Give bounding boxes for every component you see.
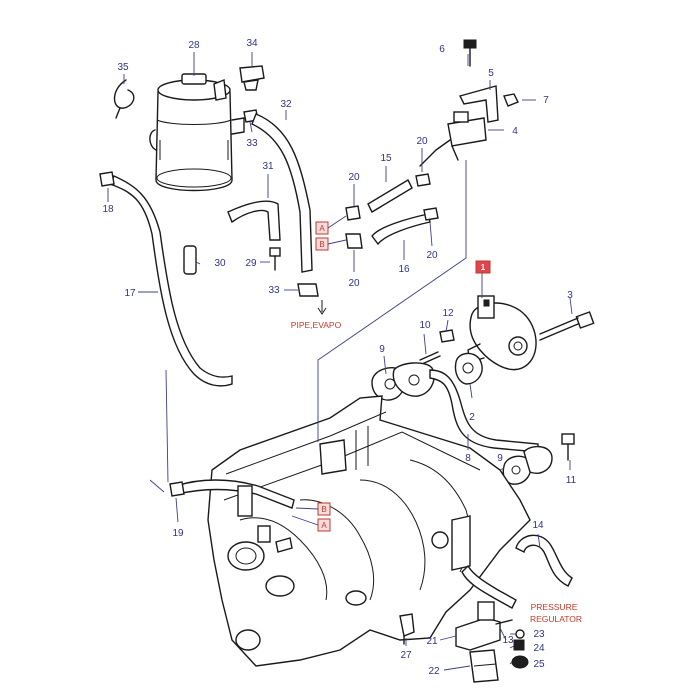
callout-30: 30 <box>214 258 226 269</box>
callout-highlight-box <box>475 260 491 274</box>
bolt-6 <box>463 39 477 67</box>
bracket-34 <box>239 65 265 91</box>
vsv-4 <box>419 111 487 167</box>
stud-10 <box>419 351 441 365</box>
clip-27 <box>399 613 415 645</box>
callout-25: 25 <box>533 659 545 670</box>
callout-31: 31 <box>262 161 274 172</box>
bolt-11 <box>561 433 575 461</box>
evap-canister <box>149 73 245 192</box>
hose-15 <box>367 179 413 213</box>
intake-manifold <box>207 395 531 667</box>
reference-markers: A B B A <box>291 215 347 532</box>
callout-7: 7 <box>543 95 549 106</box>
callout-4: 4 <box>512 126 518 137</box>
callout-10: 10 <box>419 320 431 331</box>
clip-33-lower <box>297 283 327 315</box>
callout-17: 17 <box>124 288 136 299</box>
callout-14: 14 <box>532 520 544 531</box>
callout-5: 5 <box>488 68 494 79</box>
bolt-29 <box>269 247 281 271</box>
callout-18: 18 <box>102 204 114 215</box>
hose-17 <box>109 175 233 387</box>
ref-a-top: A <box>319 224 325 233</box>
callout-3: 3 <box>567 290 573 301</box>
leader-lines <box>107 52 573 671</box>
gasket-9-lower <box>502 445 553 485</box>
vacuum-hose-19 <box>169 479 295 553</box>
callout-33-lower: 33 <box>268 285 280 296</box>
callout-29: 29 <box>245 258 257 269</box>
vsv-21 <box>455 601 513 651</box>
nut-7 <box>503 93 519 107</box>
callout-16: 16 <box>398 264 410 275</box>
callout-23: 23 <box>533 629 545 640</box>
guide-lines <box>149 160 467 493</box>
callout-20-d: 20 <box>426 250 438 261</box>
callout-9-upper: 9 <box>379 344 385 355</box>
egr-pipe-8 <box>429 369 539 453</box>
callout-9-lower: 9 <box>497 453 503 464</box>
callout-28: 28 <box>188 40 200 51</box>
callout-33-upper: 33 <box>246 138 258 149</box>
callout-12: 12 <box>442 308 454 319</box>
hose-16 <box>371 213 431 246</box>
callout-20-b: 20 <box>348 278 360 289</box>
hose-14 <box>515 534 573 587</box>
egr-valve-1 <box>467 295 537 371</box>
callout-15: 15 <box>380 153 392 164</box>
callout-1: 1 <box>481 263 486 272</box>
callout-21: 21 <box>426 636 438 647</box>
hose-clip-35 <box>113 79 135 119</box>
hose-31 <box>227 200 281 241</box>
bracket-22 <box>469 649 499 683</box>
bolt-3 <box>539 311 595 341</box>
filter-23 <box>515 629 525 639</box>
bracket-5 <box>458 85 499 123</box>
callout-13: 13 <box>502 635 514 646</box>
callout-6: 6 <box>439 44 445 55</box>
callout-27: 27 <box>400 650 412 661</box>
callout-numbers: 1 2 3 4 5 6 7 8 9 9 10 11 12 13 14 15 16… <box>102 38 576 677</box>
callout-32: 32 <box>280 99 292 110</box>
callout-20-c: 20 <box>416 136 428 147</box>
ref-b-top: B <box>319 240 324 249</box>
note-pipe-evapo: PIPE,EVAPO <box>291 320 342 330</box>
callout-34: 34 <box>246 38 258 49</box>
gasket-2 <box>454 352 483 385</box>
filter-25 <box>511 655 529 669</box>
pipe-flange <box>392 362 435 397</box>
callout-8: 8 <box>465 453 471 464</box>
clip-18 <box>99 171 115 187</box>
filter-24 <box>513 639 525 651</box>
callout-11: 11 <box>566 475 577 486</box>
clip-20-set <box>345 173 439 249</box>
note-regulator: REGULATOR <box>530 614 582 624</box>
hose-32 <box>251 113 313 273</box>
callout-22: 22 <box>428 666 440 677</box>
diagram-notes: PIPE,EVAPO PRESSURE REGULATOR <box>291 320 582 624</box>
callout-20-a: 20 <box>348 172 360 183</box>
callout-2: 2 <box>469 412 475 423</box>
note-pressure: PRESSURE <box>531 602 578 612</box>
callout-24: 24 <box>533 643 545 654</box>
pipe-30 <box>183 245 197 275</box>
callout-35: 35 <box>117 62 129 73</box>
ref-a-bottom: A <box>321 521 327 530</box>
ref-b-bottom: B <box>321 505 326 514</box>
callout-19: 19 <box>172 528 184 539</box>
regulator-hose <box>461 564 517 609</box>
gasket-12 <box>439 329 455 343</box>
